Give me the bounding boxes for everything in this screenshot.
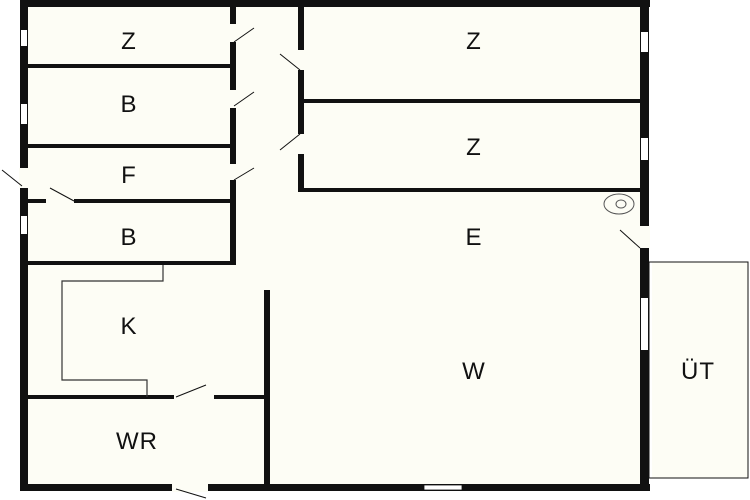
room-label-z3: Z xyxy=(466,134,482,161)
door-swing-icon[interactable] xyxy=(175,384,207,398)
door-gap xyxy=(172,483,208,492)
kitchen-counter xyxy=(61,265,164,397)
door-swing-icon[interactable] xyxy=(233,27,255,43)
wall-z1-b1 xyxy=(28,64,233,68)
door-gap xyxy=(297,50,305,70)
door-swing-icon[interactable] xyxy=(49,187,75,202)
door-gap xyxy=(174,394,214,400)
door-swing-icon[interactable] xyxy=(619,229,641,249)
room-label-z1: Z xyxy=(121,28,137,55)
wall-corridor-right xyxy=(298,4,304,192)
window-icon xyxy=(21,30,27,46)
door-swing-icon[interactable] xyxy=(233,91,255,107)
window-icon xyxy=(641,298,648,350)
wall-b2-k xyxy=(28,261,236,265)
door-swing-icon[interactable] xyxy=(279,53,301,71)
door-gap xyxy=(639,226,650,248)
window-icon xyxy=(641,138,648,160)
door-gap xyxy=(229,90,237,108)
room-label-z2: Z xyxy=(466,28,482,55)
wall-f-b2 xyxy=(28,199,233,203)
room-label-ut: ÜT xyxy=(681,358,715,385)
heater-icon xyxy=(603,193,635,215)
wall-z3-e xyxy=(300,188,642,192)
door-swing-icon[interactable] xyxy=(279,133,301,151)
balcony-floor xyxy=(652,262,748,478)
room-label-e: E xyxy=(465,224,482,251)
wall-bottom xyxy=(20,484,650,491)
wall-z2-z3 xyxy=(300,99,642,103)
door-gap xyxy=(229,24,237,42)
door-gap xyxy=(229,164,237,180)
wall-top xyxy=(20,0,650,7)
door-gap xyxy=(297,134,305,154)
room-label-b1: B xyxy=(120,91,137,118)
wall-left xyxy=(20,0,28,491)
room-label-w: W xyxy=(462,358,486,385)
door-gap xyxy=(19,168,29,188)
wall-b1-f xyxy=(28,144,233,148)
door-swing-icon[interactable] xyxy=(1,169,23,187)
wall-k-wr xyxy=(28,395,268,399)
door-gap xyxy=(46,198,74,204)
window-icon xyxy=(641,32,648,52)
room-label-f: F xyxy=(121,162,137,189)
window-icon xyxy=(21,104,27,124)
room-label-b2: B xyxy=(120,224,137,251)
door-swing-icon[interactable] xyxy=(233,167,255,181)
wall-corridor-left xyxy=(230,4,236,264)
window-icon xyxy=(423,484,463,491)
room-label-k: K xyxy=(120,313,137,340)
main-floor xyxy=(28,4,644,489)
room-label-wr: WR xyxy=(116,428,158,455)
window-icon xyxy=(21,216,27,234)
balcony-outline xyxy=(648,261,749,479)
wall-living-left xyxy=(264,290,270,486)
door-swing-icon[interactable] xyxy=(175,488,207,499)
